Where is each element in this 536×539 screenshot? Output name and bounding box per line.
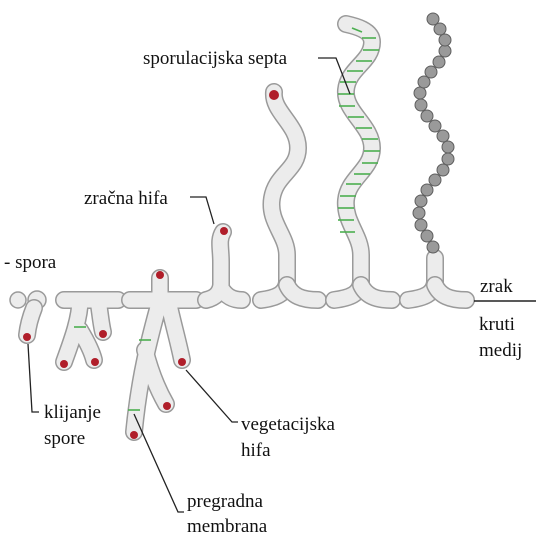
stage-sporulation-septa [334,24,392,300]
label-septum-membrane-2: membrana [187,516,268,537]
stage-spore-germination [10,291,46,341]
label-aerial-hypha: zračna hifa [84,188,168,209]
label-spore: - spora [4,252,57,273]
leader-vegetative-hypha [186,370,238,422]
stage-branched-hypha [60,300,118,368]
label-vegetative-hypha-1: vegetacijska [241,414,335,435]
aerial-hypha-tip [220,227,228,235]
label-vegetative-hypha-2: hifa [241,440,271,461]
label-sporulation-septa: sporulacijska septa [143,48,288,69]
stage-substrate-mycelium [128,271,196,439]
hypha-tip [23,333,31,341]
stage-aerial-hypha-start [206,227,242,300]
leader-spore-germination [28,344,39,412]
label-septum-membrane-1: pregradna [187,491,264,512]
label-solid-medium-2: medij [479,340,522,361]
label-air: zrak [480,276,513,297]
spore-chain [413,13,454,253]
label-germination-2: spore [44,428,85,449]
stage-spore-chain [408,13,466,300]
stage-aerial-hypha-long [261,90,318,300]
label-solid-medium-1: kruti [479,314,515,335]
leader-aerial-hypha [190,197,214,224]
label-germination-1: klijanje [44,402,101,423]
